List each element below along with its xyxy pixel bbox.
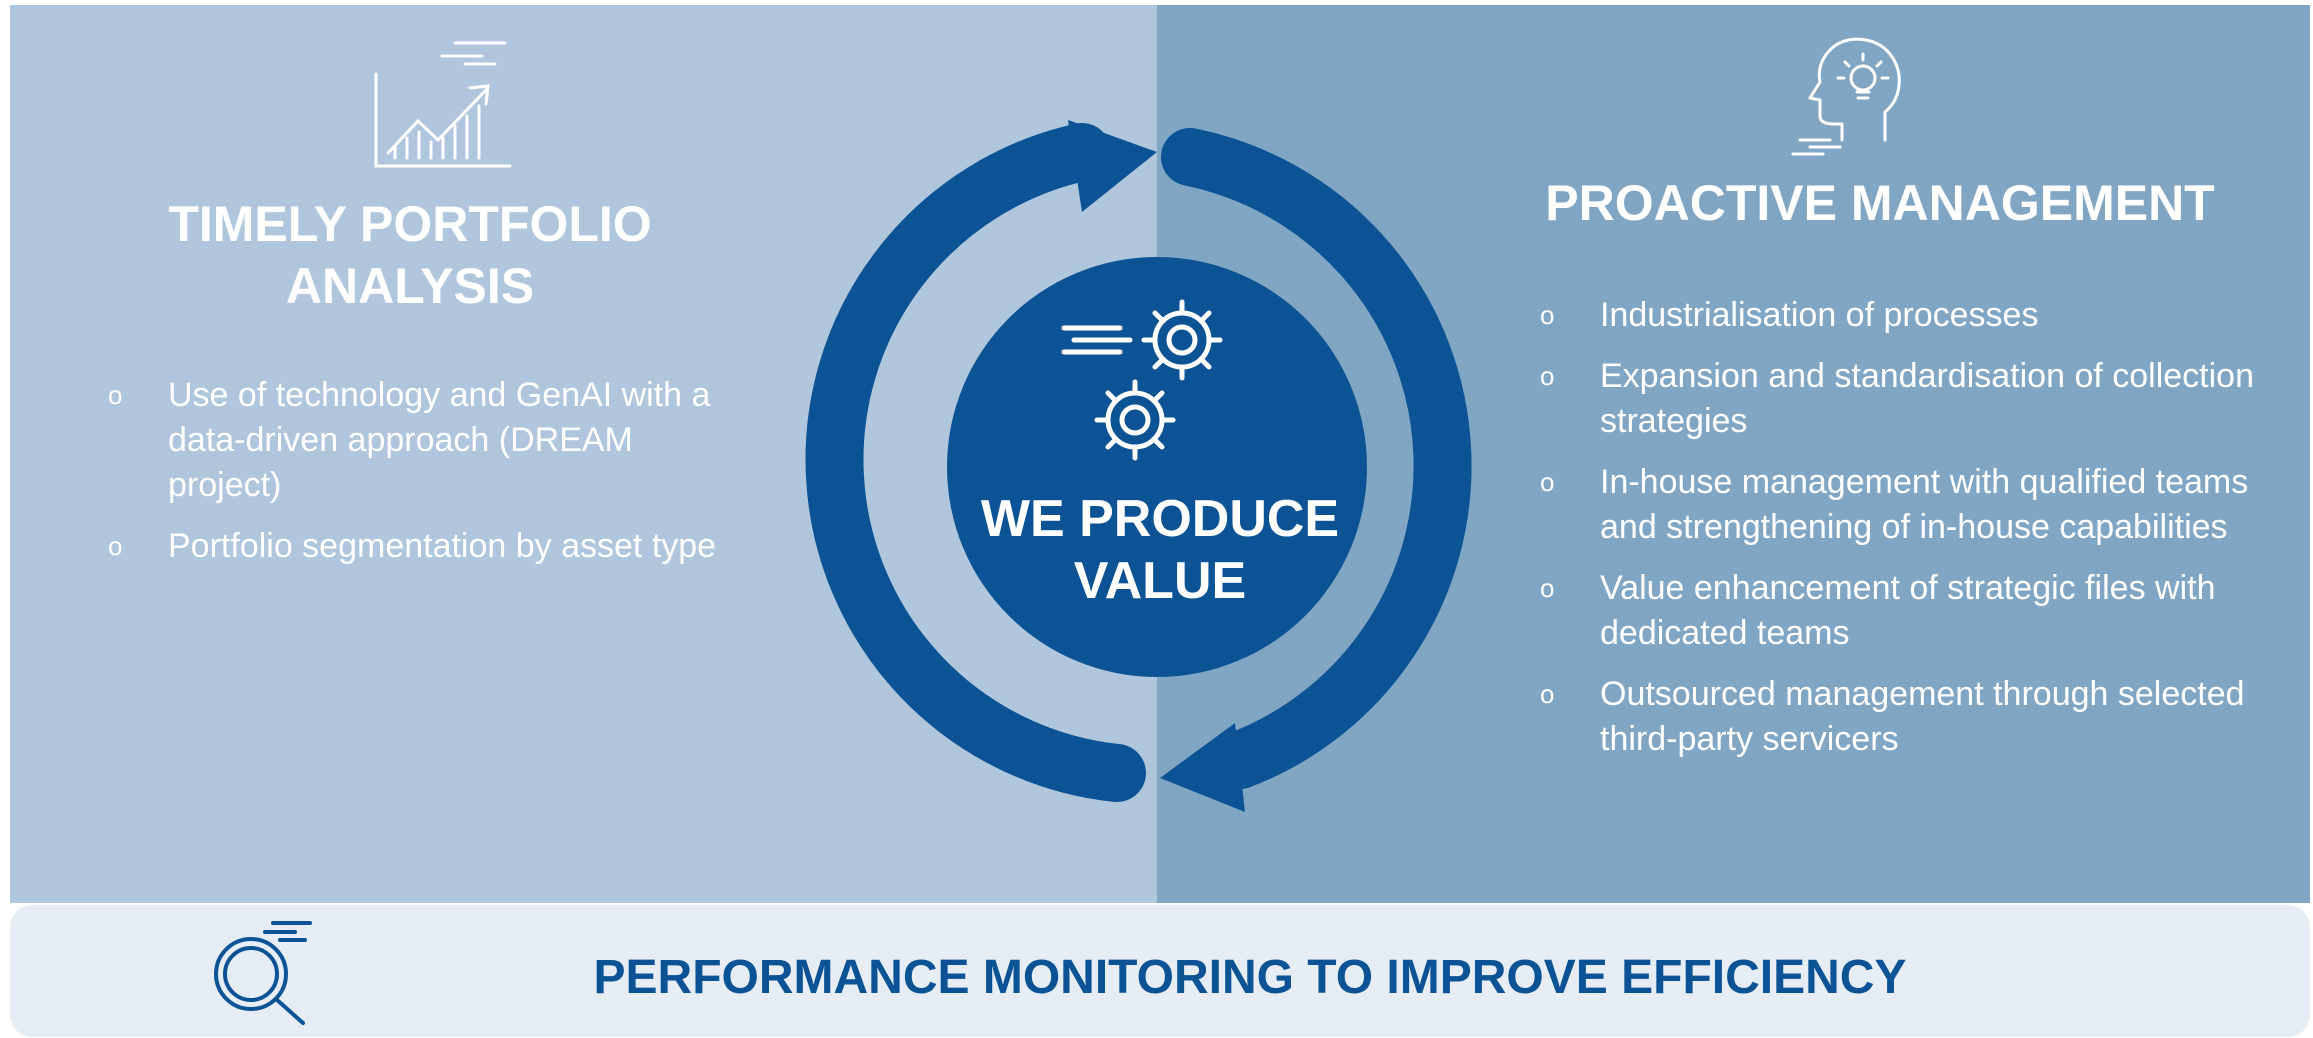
- bullet-text: Use of technology and GenAI with a data-…: [168, 376, 711, 504]
- bullet-text: Outsourced management through selected t…: [1600, 675, 2245, 758]
- list-item: o Value enhancement of strategic files wi…: [1540, 566, 2280, 656]
- left-heading: TIMELY PORTFOLIO ANALYSIS: [110, 193, 710, 317]
- bullet-marker: o: [1540, 300, 1555, 330]
- bullet-marker: o: [108, 380, 123, 410]
- bullet-marker: o: [108, 531, 123, 561]
- bullet-text: In-house management with qualified teams…: [1600, 463, 2249, 546]
- bullet-text: Portfolio segmentation by asset type: [168, 527, 717, 565]
- bullet-marker: o: [1540, 573, 1555, 603]
- right-cycle-arrowhead: [1160, 723, 1245, 812]
- magnifier-icon: [214, 921, 312, 1025]
- center-title-line1: WE PRODUCE: [980, 490, 1340, 548]
- left-cycle-arrow: [805, 123, 1146, 802]
- list-item: o Outsourced management through selected …: [1540, 672, 2280, 762]
- list-item: o Industrialisation of processes: [1540, 293, 2280, 338]
- list-item: o Portfolio segmentation by asset type: [108, 524, 728, 569]
- bullet-marker: o: [1540, 679, 1555, 709]
- left-heading-line2: ANALYSIS: [285, 258, 535, 314]
- left-bullet-list: o Use of technology and GenAI with a data…: [108, 373, 728, 585]
- list-item: o In-house management with qualified team…: [1540, 460, 2280, 550]
- gears-icon: [1061, 299, 1223, 461]
- list-item: o Use of technology and GenAI with a data…: [108, 373, 728, 508]
- bullet-text: Industrialisation of processes: [1600, 296, 2039, 334]
- bullet-marker: o: [1540, 467, 1555, 497]
- bullet-text: Value enhancement of strategic files wit…: [1600, 569, 2216, 652]
- center-title: WE PRODUCE VALUE: [960, 488, 1360, 612]
- bottom-bar: [10, 905, 2310, 1037]
- list-item: o Expansion and standardisation of collec…: [1540, 354, 2280, 444]
- bullet-text: Expansion and standardisation of collect…: [1600, 357, 2254, 440]
- center-title-line2: VALUE: [1073, 552, 1247, 610]
- bullet-marker: o: [1540, 361, 1555, 391]
- left-heading-line1: TIMELY PORTFOLIO: [168, 196, 652, 252]
- right-heading: PROACTIVE MANAGEMENT: [1545, 175, 2215, 231]
- left-cycle-arrowhead: [1068, 120, 1157, 212]
- head-lightbulb-icon: [1791, 37, 1901, 156]
- right-cycle-arrow: [1161, 128, 1472, 789]
- bottom-title: PERFORMANCE MONITORING TO IMPROVE EFFICI…: [593, 951, 1907, 1004]
- growth-chart-icon: [374, 41, 512, 168]
- center-circle: [947, 257, 1367, 677]
